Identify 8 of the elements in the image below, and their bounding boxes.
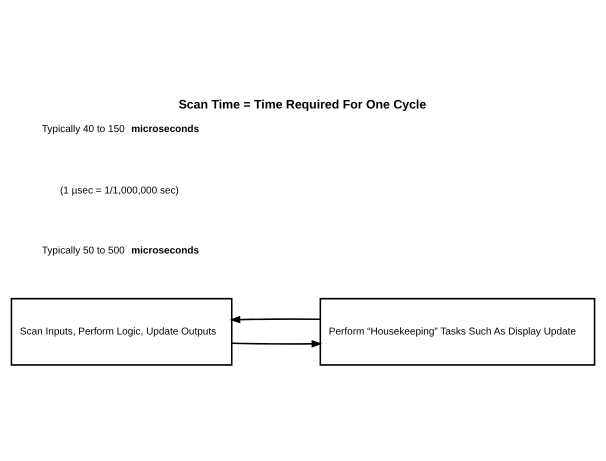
node-box: Perform “Housekeeping” Tasks Such As Display Update	[320, 298, 596, 366]
arrow	[232, 340, 322, 348]
label: Typically 50 to 500 microseconds	[42, 246, 200, 257]
node-box: Scan Inputs, Perform Logic, Update Outputs	[10, 298, 233, 366]
label: Typically 40 to 150 microseconds	[42, 124, 200, 135]
label: (1 µsec = 1/1,000,000 sec)	[60, 185, 179, 196]
arrow	[230, 316, 320, 324]
diagram-title: Scan Time = Time Required For One Cycle	[178, 97, 426, 112]
